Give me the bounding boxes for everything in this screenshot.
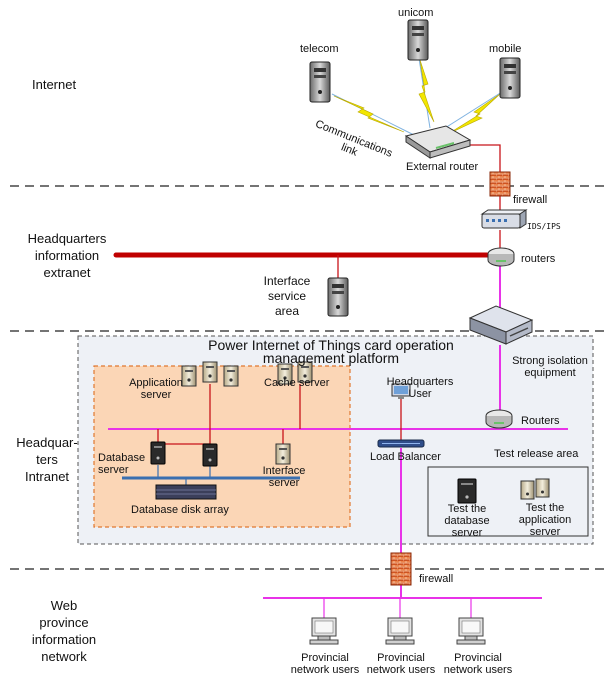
firewall-icon <box>489 171 511 197</box>
pc-icon <box>309 617 339 645</box>
external-router-label: External router <box>406 161 479 173</box>
load-balancer-label: Load Balancer <box>370 451 441 463</box>
router-icon <box>485 409 513 429</box>
server-tower-icon <box>499 57 521 99</box>
pc-icon <box>456 617 486 645</box>
database-disk-array-label: Database disk array <box>131 504 229 516</box>
cache-server-label: Cache server <box>264 377 330 389</box>
core-server-area <box>93 365 351 528</box>
lightning-mobile <box>447 93 501 135</box>
router-icon <box>487 247 515 267</box>
workstation-icon <box>391 383 411 399</box>
firewall-bottom-label: firewall <box>419 573 454 585</box>
switch-icon <box>480 209 528 229</box>
server-tower-icon <box>407 19 429 61</box>
router-icon <box>404 125 472 159</box>
firewall-top-label: firewall <box>513 194 548 206</box>
firewall-icon <box>390 552 412 586</box>
pc-icon <box>385 617 415 645</box>
disk-array-icon <box>155 484 217 500</box>
database-server-icon <box>202 443 218 467</box>
telecom-label: telecom <box>300 43 339 55</box>
ids-ips-label: IDS/IPS <box>527 222 561 231</box>
interface-server-icon <box>275 443 291 465</box>
network-links <box>108 51 568 618</box>
load-balancer-icon <box>377 439 425 448</box>
routers-intranet-label: Routers <box>521 415 560 427</box>
lightning-telecom <box>333 95 405 133</box>
test-application-server-icon <box>520 478 550 500</box>
server-tower-icon <box>309 61 331 103</box>
server-tower-icon <box>327 277 349 317</box>
routers-top-label: routers <box>521 253 556 265</box>
test-release-box <box>427 466 589 537</box>
application-servers <box>181 361 239 387</box>
database-server-icon <box>150 441 166 465</box>
test-database-server-icon <box>457 478 477 504</box>
lightning-unicom <box>418 59 435 123</box>
isolation-device-icon <box>468 305 534 345</box>
zone-label-internet: Internet <box>32 77 77 92</box>
test-release-area-label: Test release area <box>494 448 579 460</box>
unicom-label: unicom <box>398 7 434 19</box>
mobile-label: mobile <box>489 43 522 55</box>
cache-servers <box>277 361 313 385</box>
